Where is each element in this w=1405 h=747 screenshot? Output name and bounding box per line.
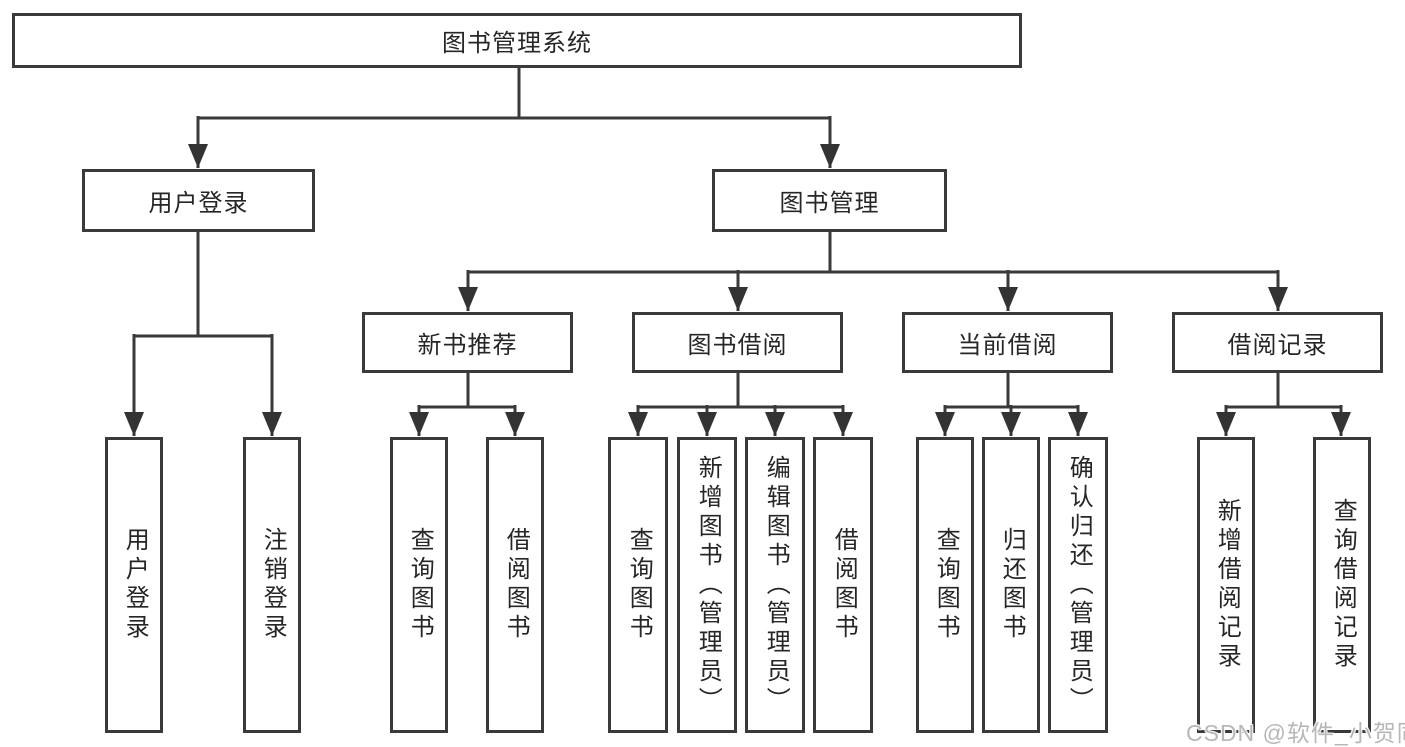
node-leaf-query-book-3: 查询图书 <box>916 437 974 733</box>
node-leaf-add-borrow-record: 新增借阅记录 <box>1197 437 1255 733</box>
node-current-borrow: 当前借阅 <box>902 312 1113 373</box>
node-book-borrow: 图书借阅 <box>632 312 843 373</box>
node-leaf-logout: 注销登录 <box>243 437 301 733</box>
node-leaf-edit-book-admin: 编辑图书（管理员） <box>745 437 805 733</box>
node-user-login: 用户登录 <box>82 169 315 232</box>
node-leaf-query-book-1: 查询图书 <box>390 437 448 733</box>
node-borrow-records: 借阅记录 <box>1172 312 1383 373</box>
node-book-management: 图书管理 <box>712 169 947 232</box>
node-leaf-borrow-book-1: 借阅图书 <box>486 437 544 733</box>
node-leaf-return-book: 归还图书 <box>982 437 1040 733</box>
node-leaf-confirm-return-admin: 确认归还（管理员） <box>1048 437 1108 733</box>
node-root-library-system: 图书管理系统 <box>12 13 1022 68</box>
node-leaf-borrow-book-2: 借阅图书 <box>813 437 873 733</box>
node-new-book-recommend: 新书推荐 <box>362 312 573 373</box>
node-leaf-add-book-admin: 新增图书（管理员） <box>677 437 737 733</box>
node-leaf-query-book-2: 查询图书 <box>608 437 668 733</box>
node-leaf-user-login: 用户登录 <box>105 437 163 733</box>
node-leaf-query-borrow-record: 查询借阅记录 <box>1313 437 1371 733</box>
